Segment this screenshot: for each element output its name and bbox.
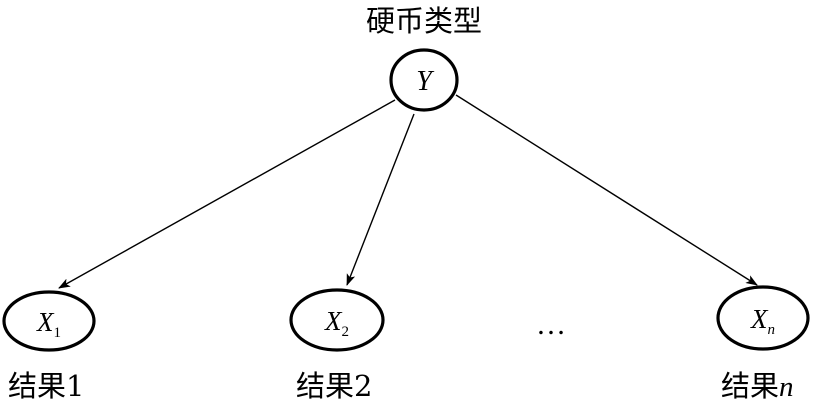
edge-y-to-xn xyxy=(455,94,758,286)
node-xn: Xn xyxy=(716,285,810,351)
node-x2: X2 xyxy=(289,288,385,352)
node-x2-ellipse xyxy=(289,288,385,352)
child-label-n: 结果n xyxy=(721,369,794,403)
node-x2-text: X2 xyxy=(324,306,349,340)
node-xn-ellipse xyxy=(716,285,810,351)
ellipsis: … xyxy=(536,308,566,341)
node-xn-sub: n xyxy=(768,322,776,338)
child-label-2: 结果2 xyxy=(296,369,372,403)
node-x1: X1 xyxy=(2,290,96,352)
child-label-2-suffix: 2 xyxy=(354,369,372,403)
node-x2-var: X xyxy=(324,306,343,336)
child-label-1-prefix: 结果 xyxy=(8,369,66,403)
root-label: 硬币类型 xyxy=(366,4,482,38)
child-label-2-prefix: 结果 xyxy=(296,369,354,403)
node-xn-var: X xyxy=(750,304,769,334)
node-y-ellipse xyxy=(389,48,459,112)
node-y: Y xyxy=(389,48,459,112)
edge-y-to-x2 xyxy=(346,113,415,286)
node-y-var: Y xyxy=(416,66,435,97)
node-x2-sub: 2 xyxy=(342,324,350,340)
child-label-n-suffix: n xyxy=(779,371,794,403)
child-label-n-prefix: 结果 xyxy=(721,369,779,403)
node-x1-sub: 1 xyxy=(54,325,62,341)
edge-y-to-x1 xyxy=(58,99,396,289)
node-x1-ellipse xyxy=(2,290,96,352)
node-x1-text: X1 xyxy=(36,307,61,341)
node-x1-var: X xyxy=(36,307,55,337)
node-xn-text: Xn xyxy=(750,304,775,338)
child-label-1: 结果1 xyxy=(8,369,84,403)
child-label-1-suffix: 1 xyxy=(66,369,84,403)
